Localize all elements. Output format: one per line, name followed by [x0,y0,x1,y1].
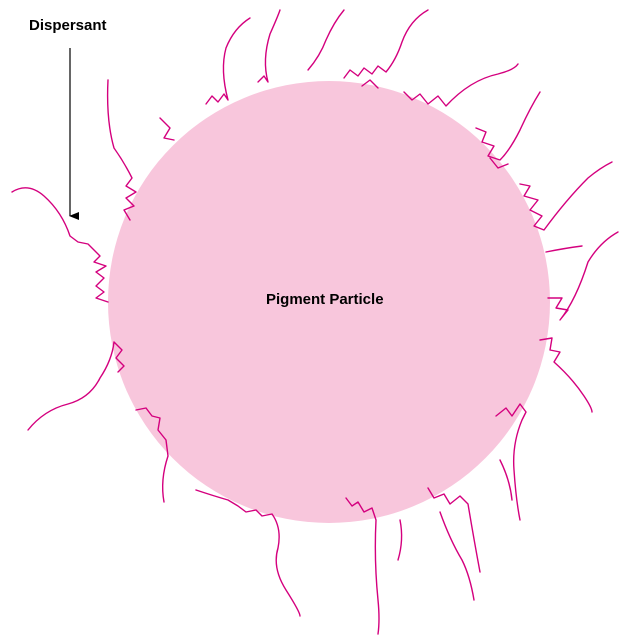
dispersant-chain [428,488,480,572]
dispersant-chain [28,342,124,430]
dispersant-chain [546,246,582,252]
dispersant-chain [12,188,108,302]
dispersant-chain [258,10,280,82]
dispersant-label: Dispersant [29,17,107,34]
dispersant-chain [440,512,474,600]
dispersant-chain [206,18,250,104]
dispersant-chain [308,10,344,70]
dispersant-chain [398,520,402,560]
pigment-particle-label: Pigment Particle [266,291,384,308]
dispersant-chain [540,338,592,412]
dispersant-chain [500,460,512,500]
dispersant-chain [344,10,428,78]
dispersant-chain [548,232,618,320]
dispersant-chain [160,118,174,140]
dispersant-chain [404,64,518,106]
dispersant-chain [108,80,136,220]
